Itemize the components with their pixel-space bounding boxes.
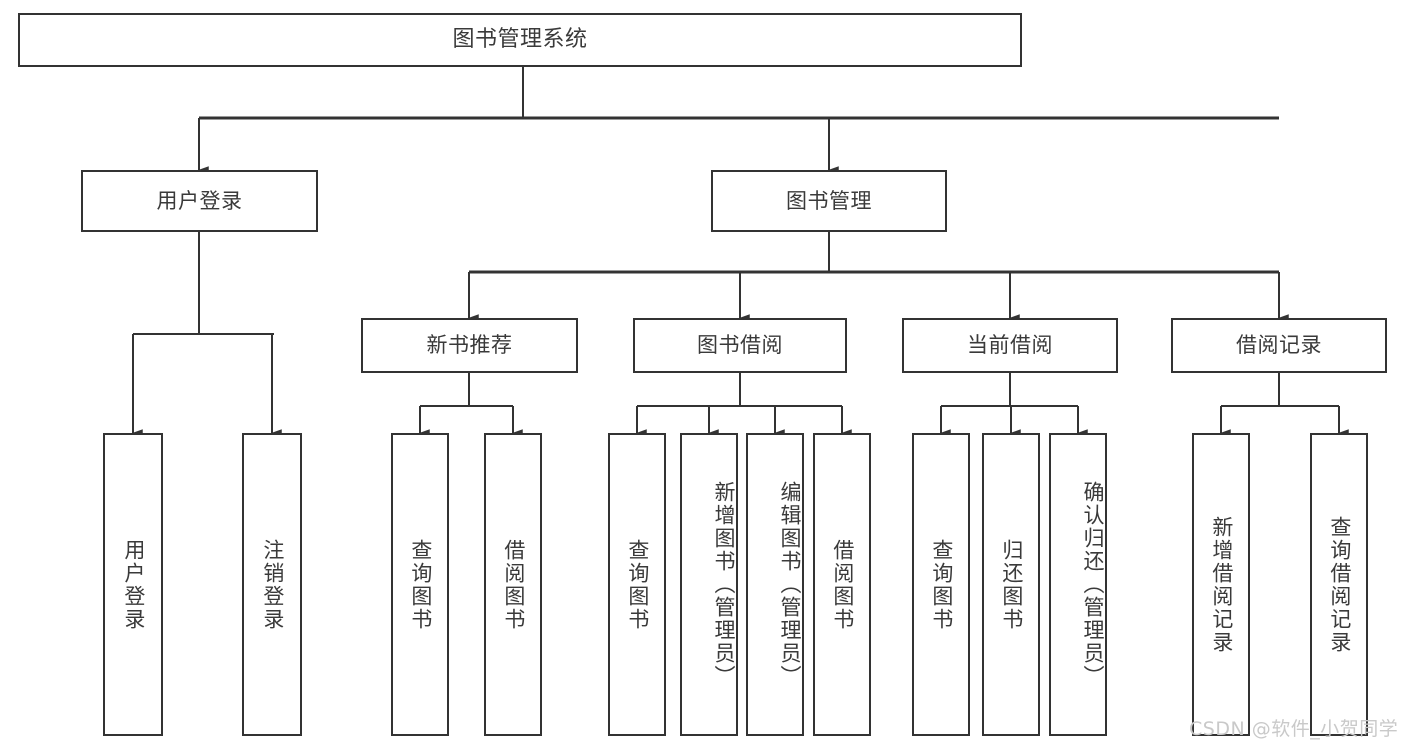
node-leaf-borrow-book-2[interactable]: 借阅图书 [813, 433, 871, 736]
node-leaf-query-book-1[interactable]: 查询图书 [391, 433, 449, 736]
node-leaf-logout[interactable]: 注销登录 [242, 433, 302, 736]
node-book-borrow[interactable]: 图书借阅 [633, 318, 847, 373]
node-leaf-confirm-return-admin[interactable]: 确认归还（管理员） [1049, 433, 1107, 736]
node-book-manage[interactable]: 图书管理 [711, 170, 947, 232]
node-leaf-edit-book-admin[interactable]: 编辑图书（管理员） [746, 433, 804, 736]
node-leaf-add-borrow-record[interactable]: 新增借阅记录 [1192, 433, 1250, 736]
node-leaf-borrow-book-1[interactable]: 借阅图书 [484, 433, 542, 736]
node-leaf-query-borrow-record[interactable]: 查询借阅记录 [1310, 433, 1368, 736]
node-user-login[interactable]: 用户登录 [81, 170, 318, 232]
node-leaf-return-book[interactable]: 归还图书 [982, 433, 1040, 736]
csdn-watermark: CSDN @软件_小贺同学 [1189, 718, 1399, 740]
node-borrow-record[interactable]: 借阅记录 [1171, 318, 1387, 373]
node-new-book-recommend[interactable]: 新书推荐 [361, 318, 578, 373]
node-leaf-query-book-3[interactable]: 查询图书 [912, 433, 970, 736]
node-current-borrow[interactable]: 当前借阅 [902, 318, 1118, 373]
node-leaf-query-book-2[interactable]: 查询图书 [608, 433, 666, 736]
node-root[interactable]: 图书管理系统 [18, 13, 1022, 67]
node-leaf-add-book-admin[interactable]: 新增图书（管理员） [680, 433, 738, 736]
node-leaf-user-login[interactable]: 用户登录 [103, 433, 163, 736]
